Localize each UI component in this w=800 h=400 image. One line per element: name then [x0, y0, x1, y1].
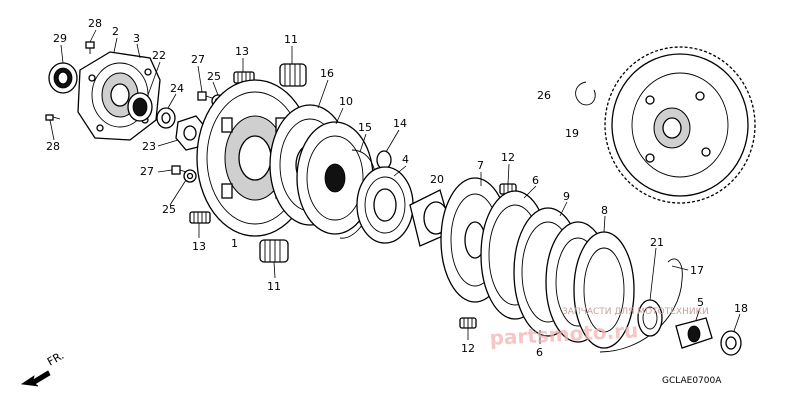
part-label-9: 9: [563, 190, 570, 203]
part-label-6-upper: 6: [532, 174, 539, 187]
washer-14: [376, 150, 392, 170]
snap-ring-26: [575, 81, 596, 106]
part-label-28-top: 28: [88, 17, 102, 30]
part-label-28-left: 28: [46, 140, 60, 153]
part-label-12-lower: 12: [461, 342, 475, 355]
collar-22: [127, 92, 153, 122]
part-label-13-upper: 13: [235, 45, 249, 58]
washer-25-lower: [183, 169, 197, 183]
part-label-16: 16: [320, 67, 334, 80]
part-label-23: 23: [142, 140, 156, 153]
part-label-1: 1: [231, 237, 238, 250]
part-label-27-lower: 27: [140, 165, 154, 178]
part-label-3: 3: [133, 32, 140, 45]
primary-gear-21: [637, 299, 663, 337]
part-label-7: 7: [477, 159, 484, 172]
spring-12-lower: [459, 317, 477, 329]
part-label-18: 18: [734, 302, 748, 315]
collar-5: [675, 317, 713, 349]
front-direction-marker: FR.: [20, 349, 66, 387]
part-labels: 28 2 29 3 22 27 13 11 16 25 24 10 28 23 …: [46, 17, 748, 359]
part-label-21: 21: [650, 236, 664, 249]
part-label-14: 14: [393, 117, 407, 130]
watermark-caption: ЗАПЧАСТИ ДЛЯ МОТОТЕХНИКИ: [562, 307, 709, 317]
part-label-29: 29: [53, 32, 67, 45]
part-label-19: 19: [565, 127, 579, 140]
bolt-27-lower: [171, 165, 187, 175]
spring-11-upper: [279, 63, 307, 87]
oil-seal-29: [48, 62, 78, 94]
front-marker-label: FR.: [45, 349, 66, 369]
part-label-15: 15: [358, 121, 372, 134]
part-label-11-upper: 11: [284, 33, 298, 46]
part-label-20: 20: [430, 173, 444, 186]
screw-28-left: [45, 114, 61, 121]
part-label-4: 4: [402, 153, 409, 166]
washer-18: [720, 330, 742, 356]
screw-28-top: [85, 41, 95, 54]
front-arrow-icon: [20, 370, 51, 387]
part-label-25-lower: 25: [162, 203, 176, 216]
part-label-2: 2: [112, 25, 119, 38]
part-label-6-lower: 6: [536, 346, 543, 359]
one-way-clutch-4: [356, 166, 414, 244]
part-label-25-upper: 25: [207, 70, 221, 83]
driven-gear-19: [604, 46, 756, 204]
spring-13-lower: [189, 211, 211, 224]
part-label-22: 22: [152, 49, 166, 62]
clutch-plate-8: [573, 231, 635, 349]
watermark-brand: partsmoto.ru: [489, 318, 639, 350]
part-label-27-upper: 27: [191, 53, 205, 66]
spring-11-lower: [259, 239, 289, 263]
part-label-12-upper: 12: [501, 151, 515, 164]
part-label-13-lower: 13: [192, 240, 206, 253]
drawing-code: GCLAE0700A: [662, 376, 722, 386]
part-label-5: 5: [697, 296, 704, 309]
part-label-10: 10: [339, 95, 353, 108]
leader-lines: [49, 29, 741, 344]
part-label-24: 24: [170, 82, 184, 95]
bolt-27-upper: [197, 91, 213, 101]
part-label-17: 17: [690, 264, 704, 277]
part-label-26: 26: [537, 89, 551, 102]
part-label-11-lower: 11: [267, 280, 281, 293]
snap-ring-17: [599, 258, 683, 353]
part-label-8: 8: [601, 204, 608, 217]
washer-24: [156, 107, 176, 129]
